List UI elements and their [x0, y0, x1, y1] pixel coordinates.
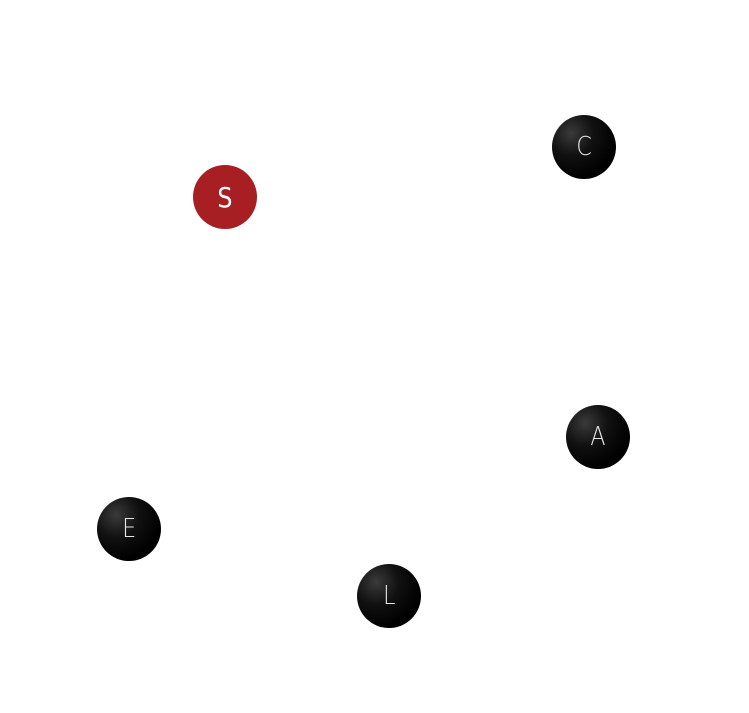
node-letter: L [382, 581, 396, 611]
letter-node-a[interactable]: A [566, 405, 630, 469]
node-letter: A [590, 422, 606, 452]
node-letter: E [122, 514, 136, 544]
node-letter: S [217, 180, 233, 214]
letter-node-l[interactable]: L [357, 564, 421, 628]
letter-node-e[interactable]: E [97, 497, 161, 561]
node-letter: C [576, 132, 592, 162]
letter-node-s[interactable]: S [193, 165, 257, 229]
letter-node-c[interactable]: C [552, 115, 616, 179]
